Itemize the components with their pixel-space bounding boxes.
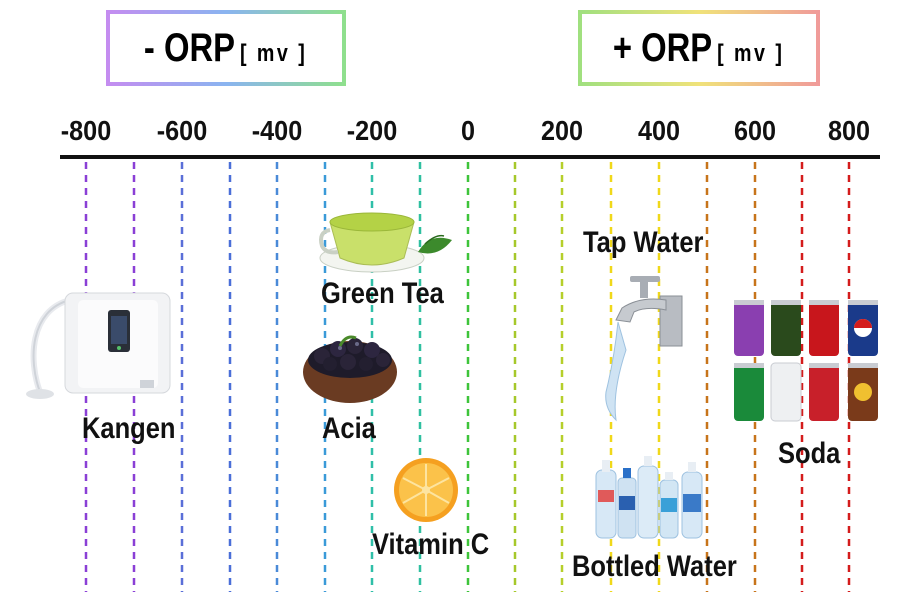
- tick-label-neg-600: -600: [156, 115, 208, 146]
- label-green-tea: Green Tea: [321, 277, 444, 310]
- acai-berries-icon: [303, 335, 397, 403]
- tick-label-400: 400: [637, 115, 681, 146]
- green-tea-cup-icon: [319, 212, 452, 273]
- label-kangen: Kangen: [82, 412, 176, 445]
- positive-orp-header: + ORP[ mv ]: [578, 10, 820, 86]
- soda-cans-icon: [734, 300, 878, 422]
- label-acia: Acia: [322, 412, 376, 445]
- tick-label-200: 200: [540, 115, 584, 146]
- label-vitamin-c: Vitamin C: [372, 528, 490, 561]
- label-tap-water: Tap Water: [583, 226, 704, 259]
- label-soda: Soda: [778, 437, 841, 470]
- tick-label-neg-200: -200: [346, 115, 398, 146]
- negative-orp-title: - ORP: [144, 25, 236, 70]
- axis-line: [60, 155, 880, 159]
- negative-orp-unit: [ mv ]: [240, 39, 308, 67]
- tick-label-800: 800: [827, 115, 871, 146]
- positive-orp-unit: [ mv ]: [717, 39, 785, 67]
- negative-orp-header: - ORP[ mv ]: [106, 10, 346, 86]
- water-bottles-icon: [595, 456, 703, 539]
- label-bottled-water: Bottled Water: [572, 550, 737, 583]
- tick-label-neg-400: -400: [251, 115, 303, 146]
- tick-label-0: 0: [460, 115, 476, 146]
- water-ionizer-icon: [26, 292, 171, 399]
- tick-label-neg-800: -800: [60, 115, 112, 146]
- faucet-icon: [605, 276, 683, 422]
- positive-orp-title: + ORP: [613, 25, 713, 70]
- tick-label-600: 600: [733, 115, 777, 146]
- orange-slice-icon: [394, 458, 458, 522]
